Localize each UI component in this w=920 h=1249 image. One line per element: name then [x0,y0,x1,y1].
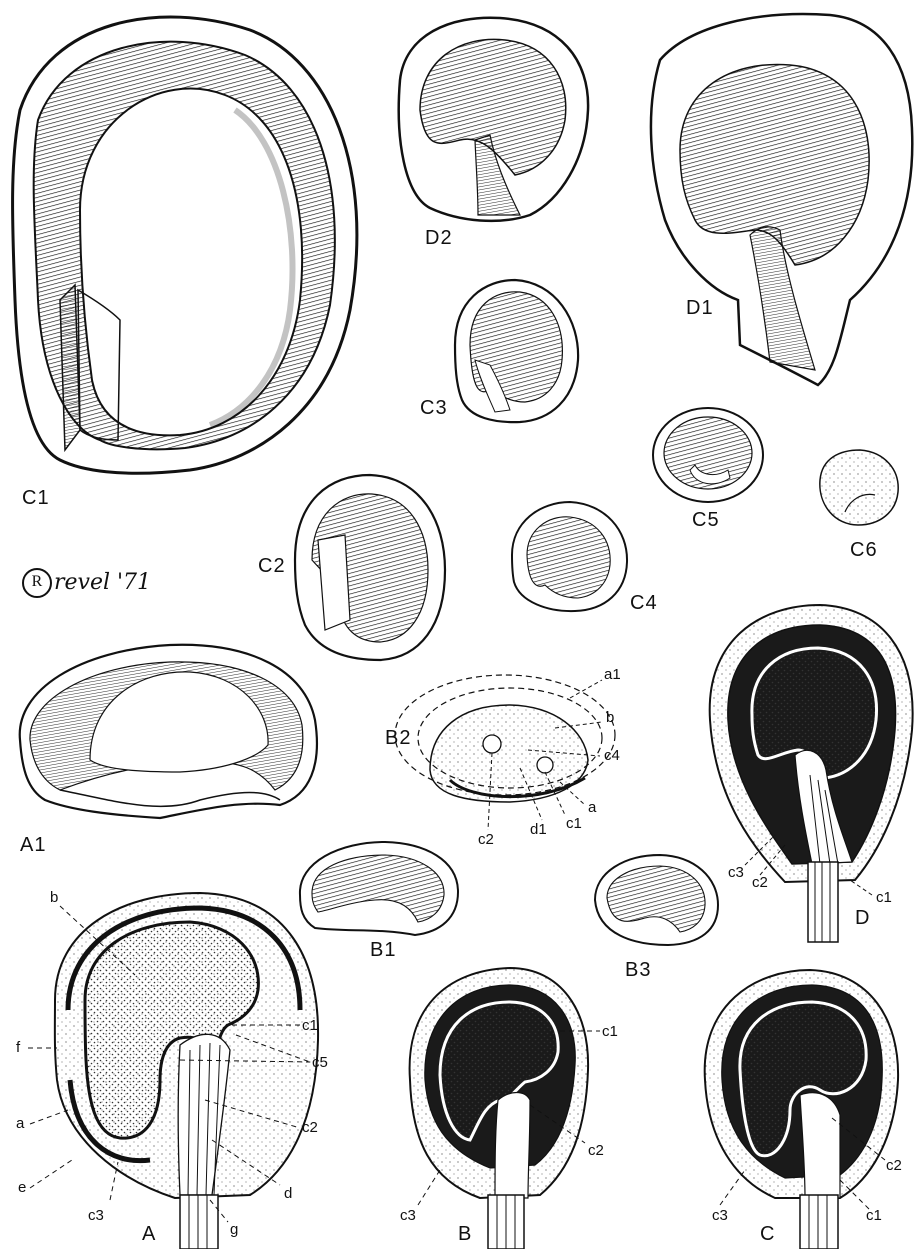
label-C4: C4 [630,593,658,613]
figure-D1 [651,14,912,385]
A-callout-a: a [16,1116,24,1131]
B-callout-c1: c1 [602,1024,618,1039]
signature-text: revel '71 [54,570,151,595]
B2-callout-c2: c2 [478,832,494,847]
A-callout-b: b [50,890,58,905]
B2-callout-c4: c4 [604,748,620,763]
label-D: D [855,908,870,928]
figure-D2 [399,18,588,221]
figure-B1 [300,842,458,935]
figure-B3 [595,855,718,945]
label-C6: C6 [850,540,878,560]
A-callout-c2: c2 [302,1120,318,1135]
figure-B [410,968,600,1249]
A-callout-g: g [230,1222,238,1237]
figure-A1 [20,645,317,818]
figure-B2 [395,675,615,830]
D-callout-c3: c3 [728,865,744,880]
figure-C5 [653,408,763,502]
C-callout-c1: c1 [866,1208,882,1223]
A-callout-c3: c3 [88,1208,104,1223]
label-B2: B2 [385,728,411,748]
label-A1: A1 [20,835,46,855]
label-D1: D1 [686,298,714,318]
label-C: C [760,1224,775,1244]
signature-monogram: R [22,568,52,598]
C-callout-c3: c3 [712,1208,728,1223]
label-D2: D2 [425,228,453,248]
A-callout-e: e [18,1180,26,1195]
label-C3: C3 [420,398,448,418]
label-A: A [142,1224,156,1244]
D-callout-c2: c2 [752,875,768,890]
A-callout-f: f [16,1040,20,1055]
figure-C4 [512,502,627,611]
label-B1: B1 [370,940,396,960]
B-callout-c2: c2 [588,1143,604,1158]
label-B3: B3 [625,960,651,980]
A-callout-c5: c5 [312,1055,328,1070]
label-C2: C2 [258,556,286,576]
A-callout-c1: c1 [302,1018,318,1033]
A-callout-d: d [284,1186,292,1201]
figure-C1 [13,17,357,473]
B2-callout-d1: d1 [530,822,547,837]
B2-callout-a1: a1 [604,667,621,682]
B2-callout-c1: c1 [566,816,582,831]
label-C1: C1 [22,488,50,508]
D-callout-c1: c1 [876,890,892,905]
label-B: B [458,1224,472,1244]
figure-C3 [455,280,578,422]
B2-callout-b: b [606,710,614,725]
figure-C6 [820,450,898,525]
B2-callout-a: a [588,800,596,815]
C-callout-c2: c2 [886,1158,902,1173]
figure-C2 [295,475,445,660]
figure-A [28,893,318,1249]
B-callout-c3: c3 [400,1208,416,1223]
label-C5: C5 [692,510,720,530]
